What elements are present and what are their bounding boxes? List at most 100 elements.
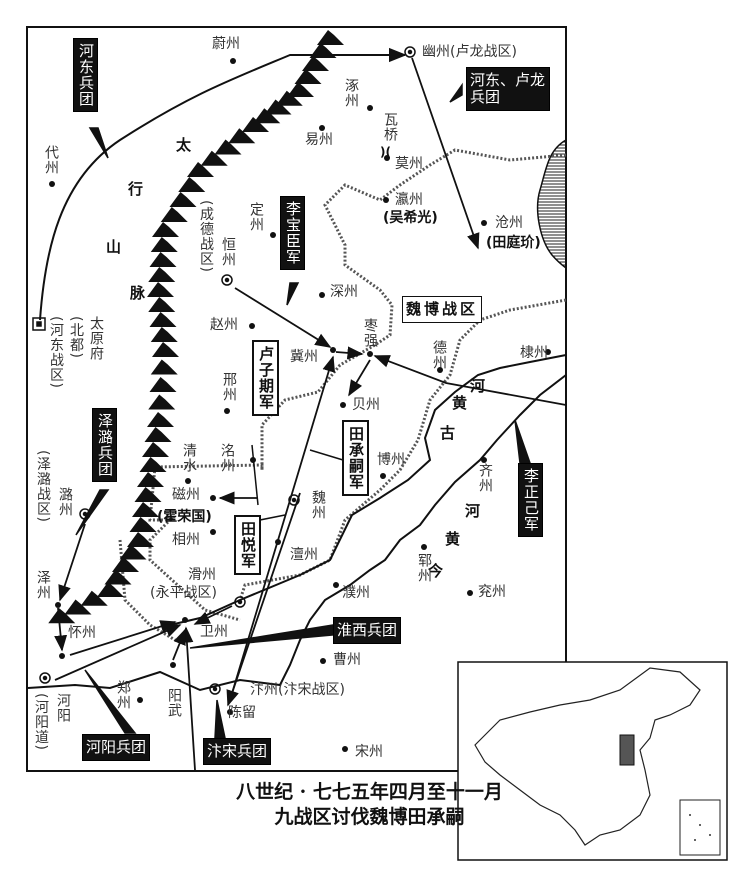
- city-dot: [137, 697, 143, 703]
- city-dot: [230, 58, 236, 64]
- place-shenzhou: 深州: [330, 284, 358, 300]
- mountain-glyph: [127, 532, 154, 547]
- inset-china-map: [457, 661, 728, 861]
- place-xingzhou: 邢州: [221, 372, 237, 402]
- place-zhaozhou: 赵州: [210, 317, 238, 333]
- army-label-tian-yue: 田悦军: [234, 515, 261, 575]
- place-luzhou: 潞州: [57, 487, 73, 517]
- city-dot: [340, 402, 346, 408]
- city-dot: [55, 602, 61, 608]
- city-dot: [467, 590, 473, 596]
- rivers: [27, 354, 567, 692]
- place-zelu-zone: (泽潞战区): [35, 450, 51, 523]
- mountain-glyph: [149, 252, 177, 267]
- river-label-gu-he: 河: [470, 377, 486, 395]
- place-beizhou: 贝州: [352, 397, 380, 413]
- city-dots: [49, 58, 551, 752]
- place-tian-tingjie: (田庭玠): [486, 235, 541, 251]
- mountain-glyph: [294, 69, 322, 84]
- mountain-glyph: [309, 43, 337, 58]
- place-yizhou: 易州: [305, 132, 333, 148]
- place-puzhou: 濮州: [342, 585, 370, 601]
- army-label-heyang: 河阳兵团: [82, 734, 151, 761]
- caption-line-1: 八世纪 · 七七五年四月至十一月: [236, 781, 503, 803]
- mountain-glyph: [112, 557, 139, 572]
- place-weizhou: 魏州: [310, 490, 326, 520]
- place-waqiao: 瓦桥: [382, 112, 398, 142]
- mountain-glyph: [148, 394, 176, 410]
- place-yangwu: 阳武: [166, 688, 182, 718]
- place-daizhou: 代州: [43, 145, 59, 175]
- place-weizhou-north: 蔚州: [212, 36, 240, 52]
- mountain-glyph: [132, 502, 159, 517]
- mountain-glyph: [214, 139, 242, 155]
- place-mozhou: 莫州: [395, 156, 423, 172]
- city-dot: [227, 709, 233, 715]
- mountain-glyph: [148, 267, 176, 282]
- zone-label-weibo: 魏博战区: [402, 296, 483, 323]
- place-jizhou: 冀州: [290, 349, 318, 365]
- river-label-jin-he: 河: [465, 502, 481, 520]
- mountain-glyph: [150, 359, 178, 375]
- place-heyang: 河阳: [55, 693, 71, 723]
- mountain-label-shan: 山: [106, 238, 122, 256]
- place-dizhou: 棣州: [520, 345, 548, 361]
- mountain-glyph: [149, 377, 177, 392]
- mountain-glyph: [144, 427, 172, 442]
- place-dingzhou: 定州: [248, 202, 264, 232]
- city-dot: [275, 539, 281, 545]
- army-label-li-baochen: 李宝臣军: [280, 196, 305, 270]
- place-zhuozhou: 涿州: [343, 78, 359, 108]
- mountain-glyph: [148, 297, 176, 312]
- mountain-glyph: [200, 150, 228, 166]
- river-label-jin-huang: 黄: [445, 530, 461, 548]
- army-label-zelu: 泽潞兵团: [92, 408, 117, 482]
- mountain-glyph: [129, 517, 157, 532]
- place-huazhou: 滑州: [188, 567, 216, 583]
- mountain-glyph: [152, 342, 179, 357]
- place-yunzhou: 郓州: [416, 553, 432, 583]
- attack-routes: [54, 57, 567, 771]
- city-dot: [421, 544, 427, 550]
- place-heyang-dao: (河阳道): [33, 693, 49, 751]
- army-label-li-zhengji: 李正己军: [518, 463, 543, 537]
- mountain-glyph: [169, 192, 197, 207]
- place-beidu: (北都): [68, 316, 84, 359]
- place-weizhou-south: 卫州: [200, 624, 228, 640]
- place-hengzhou: 恒州: [220, 237, 236, 267]
- mountain-glyph: [64, 599, 92, 615]
- map-border: [26, 26, 567, 772]
- army-label-tian-chengsi: 田承嗣军: [342, 420, 369, 496]
- place-taiyuan: 太原府: [88, 316, 104, 361]
- mountain-label-tai: 太: [176, 136, 192, 154]
- mountain-glyph: [139, 457, 167, 472]
- mountain-glyph: [104, 569, 132, 585]
- city-dot: [333, 582, 339, 588]
- city-dot: [383, 197, 389, 203]
- city-dot: [49, 181, 55, 187]
- mountain-glyph: [287, 82, 314, 97]
- city-dot: [342, 746, 348, 752]
- mountain-label-hang: 行: [128, 180, 144, 198]
- river-label-jin: 今: [428, 562, 444, 580]
- place-yanzhou: 兖州: [478, 584, 506, 600]
- place-bianzhou: 汴州(汴宋战区): [250, 682, 345, 698]
- place-huo-rongguo: (霍荣国): [157, 509, 212, 525]
- mountain-glyph: [150, 237, 178, 252]
- place-qizhou: 齐州: [477, 463, 493, 493]
- city-dot: [319, 292, 325, 298]
- place-caozhou: 曹州: [333, 652, 361, 668]
- caption-line-2: 九战区讨伐魏博田承嗣: [274, 806, 465, 828]
- mountain-glyph: [134, 487, 162, 502]
- bridge-mark: )(: [380, 145, 391, 159]
- sea-bohai: [536, 138, 567, 270]
- city-dot: [545, 349, 551, 355]
- mountain-glyph: [119, 544, 147, 560]
- place-dezhou: 德州: [431, 340, 447, 370]
- mountain-glyph: [147, 412, 174, 427]
- mountain-glyph: [275, 90, 303, 106]
- place-bozhou: 博州: [377, 452, 405, 468]
- place-hedong-zone: (河东战区): [48, 316, 64, 389]
- city-dot: [481, 457, 487, 463]
